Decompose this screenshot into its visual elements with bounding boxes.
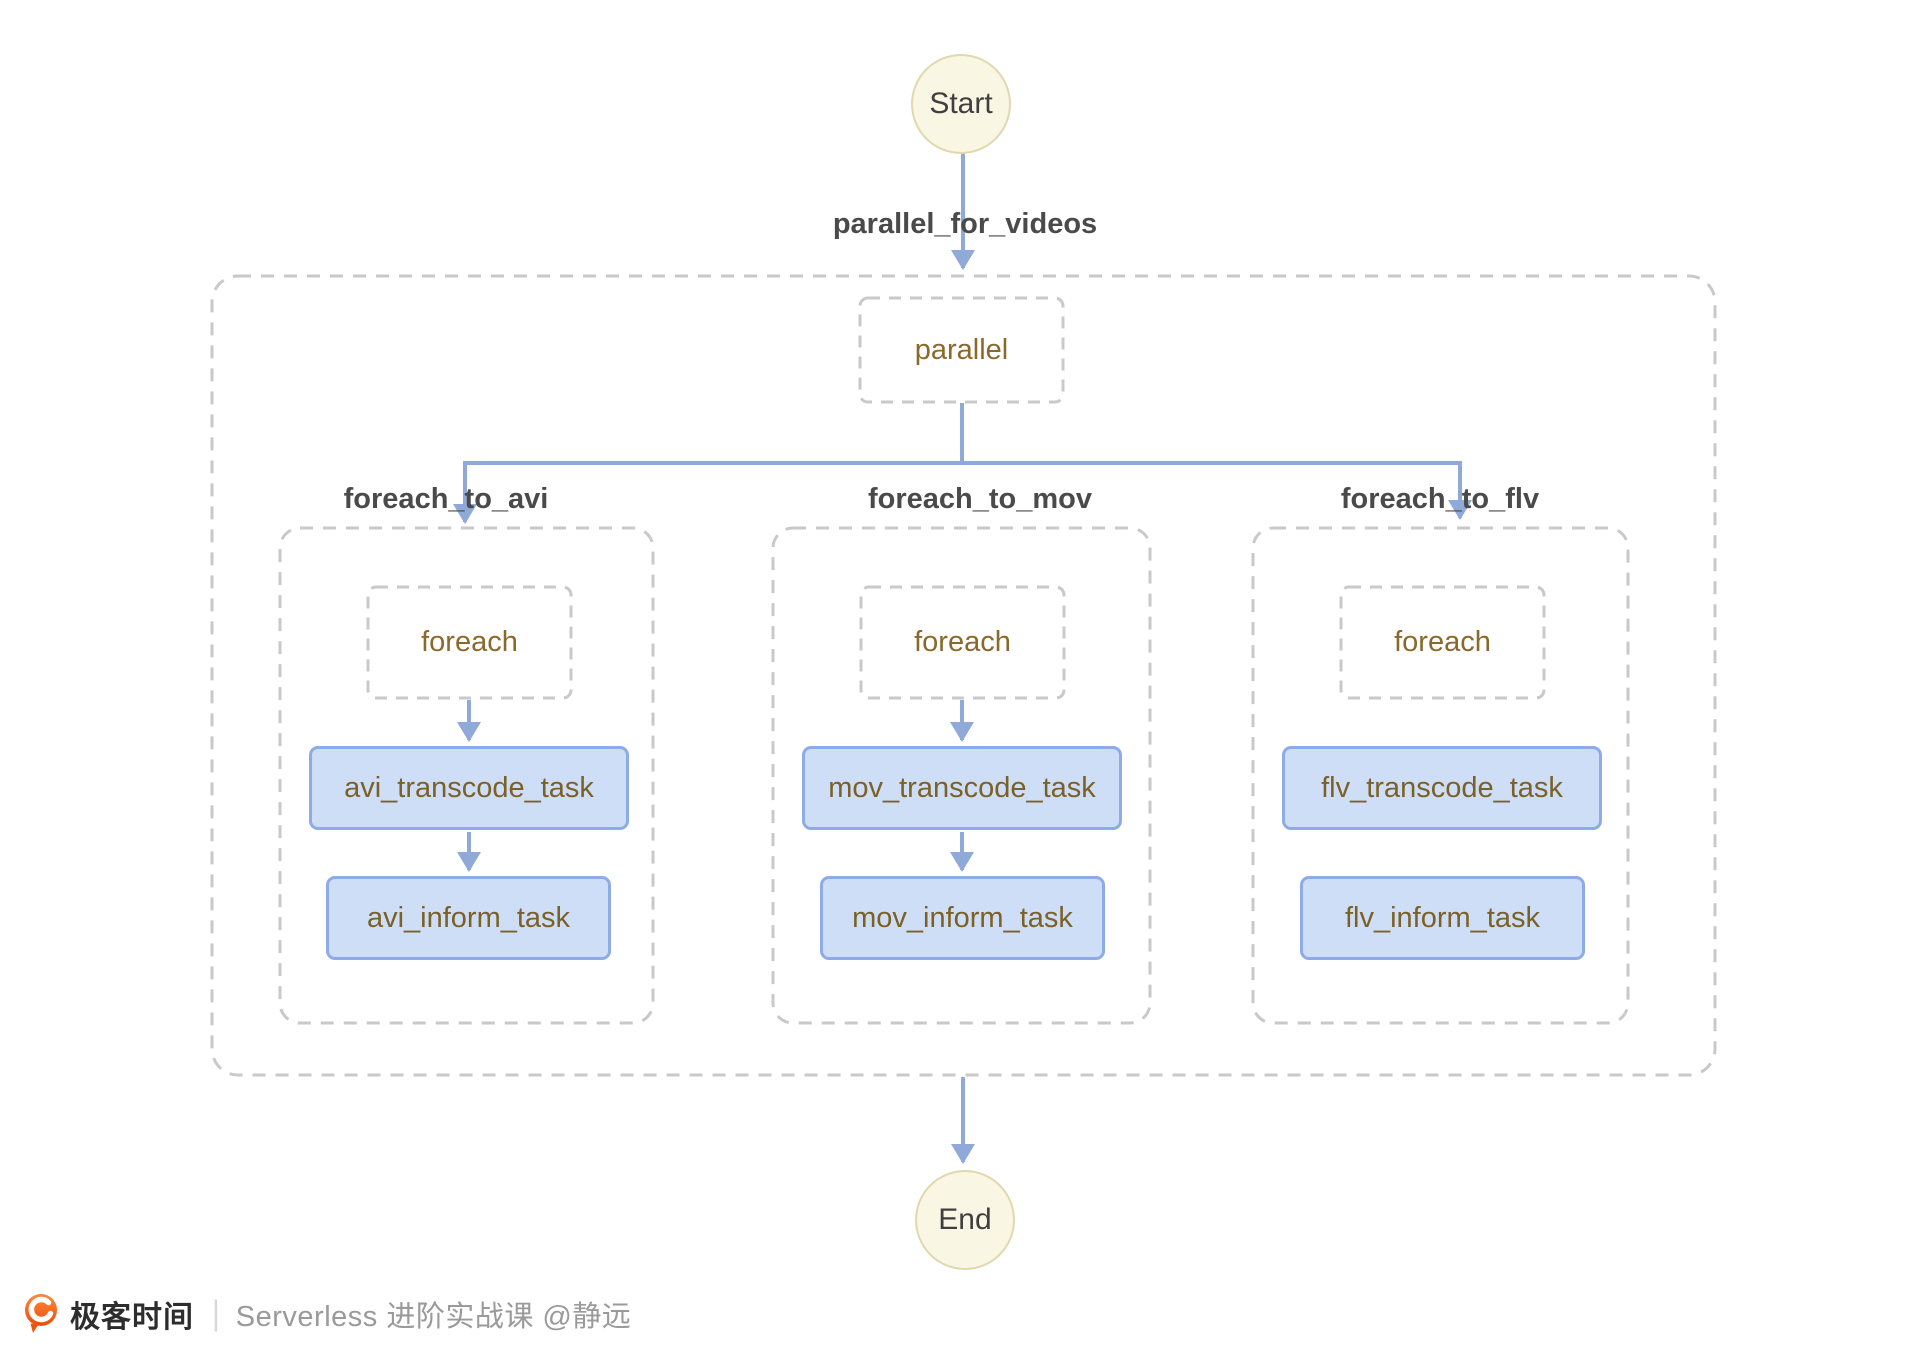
task-node-flv-inform: flv_inform_task [1300,876,1585,960]
entry-edge-label: parallel_for_videos [832,208,1098,240]
end-node-label: End [938,1203,992,1236]
start-node-label: Start [929,87,993,120]
footer-course-text: Serverless 进阶实战课 @静远 [235,1301,632,1333]
foreach-step-border-avi [366,585,573,700]
parallel-step-border [858,296,1065,404]
branch-edge-label-flv: foreach_to_flv [1340,483,1540,515]
branch-container-border-avi [278,526,655,1025]
footer-divider: | [212,1294,220,1333]
start-node: Start [911,54,1011,154]
foreach-step-label-flv: foreach [1394,626,1491,658]
foreach-step-border-mov [859,585,1066,700]
task-node-flv-transcode: flv_transcode_task [1282,746,1602,830]
task-node-mov-inform: mov_inform_task [820,876,1105,960]
footer-brand-text: 极客时间 [70,1301,194,1334]
task-node-avi-inform: avi_inform_task [326,876,611,960]
parallel-step-label: parallel [914,333,1009,366]
geektime-logo-icon [25,1294,57,1333]
branch-container-border-mov [771,526,1152,1025]
foreach-step-label-mov: foreach [914,626,1011,658]
task-node-avi-transcode: avi_transcode_task [309,746,629,830]
footer-branding: 极客时间 | Serverless 进阶实战课 @静远 [22,1292,631,1336]
foreach-step-label-avi: foreach [421,626,518,658]
outer-parallel-group-border [210,274,1717,1077]
foreach-step-border-flv [1339,585,1546,700]
end-node: End [915,1170,1015,1270]
branch-edge-label-mov: foreach_to_mov [867,483,1093,515]
branch-edge-label-avi: foreach_to_avi [343,483,549,515]
task-node-mov-transcode: mov_transcode_task [802,746,1122,830]
branch-container-border-flv [1251,526,1630,1025]
